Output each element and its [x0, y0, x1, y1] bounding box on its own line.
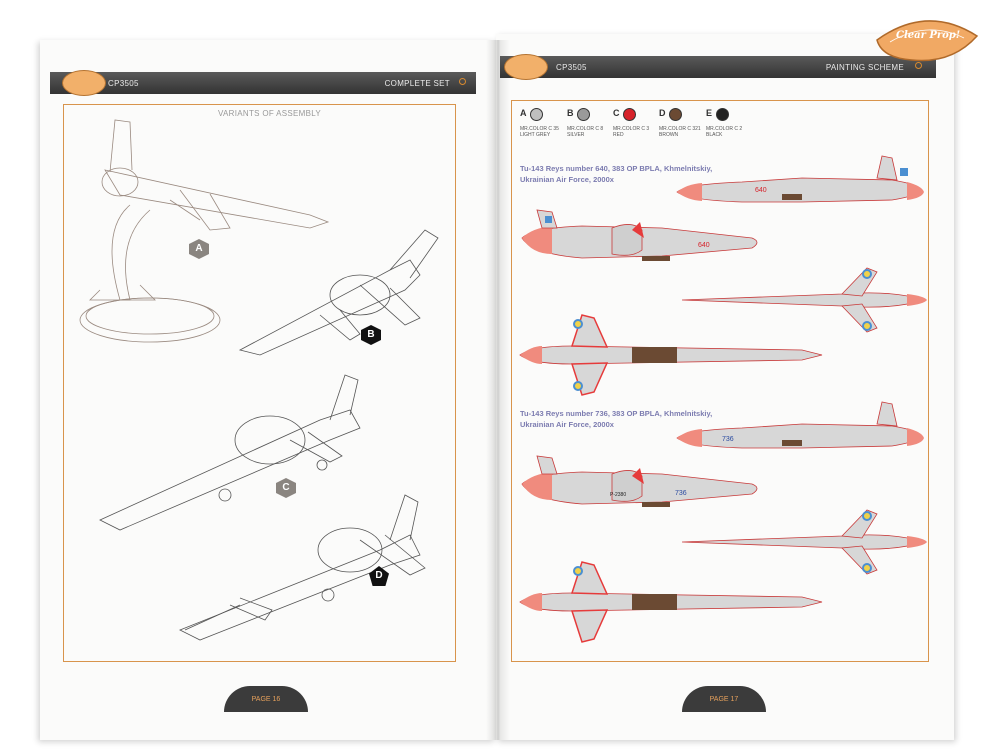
- variant-badge-a: A: [189, 239, 209, 259]
- header-title: PAINTING SCHEME: [825, 63, 904, 72]
- assembly-subtitle: VARIANTS OF ASSEMBLY: [218, 109, 322, 118]
- scheme-1-tail-number: 640: [698, 242, 710, 249]
- brand-logo-text: Clear Prop!: [896, 30, 961, 41]
- header-logo-icon: [62, 70, 106, 96]
- page-number-right: PAGE 17: [682, 686, 766, 712]
- scheme-2-caption-line2: Ukrainian Air Force, 2000x: [520, 420, 614, 429]
- header-logo-icon: [504, 54, 548, 80]
- right-content-frame: [511, 100, 929, 662]
- header-title: COMPLETE SET: [384, 79, 450, 88]
- scheme-1-tail-number-top: 640: [755, 187, 767, 194]
- booklet-gutter: [486, 40, 510, 740]
- paint-letter: A: [520, 108, 527, 118]
- paint-swatch-icon: [577, 108, 590, 121]
- scheme-2-tail-number-top: 736: [722, 436, 734, 443]
- paint-name: MR.COLOR C 8 SILVER: [567, 126, 604, 138]
- paint-name: MR.COLOR C 3 RED: [613, 126, 650, 138]
- scheme-1-caption-line1: Tu-143 Reys number 640, 383 OP BPLA, Khm…: [520, 164, 713, 173]
- gear-icon: [915, 62, 922, 69]
- right-page-header: CP3505 PAINTING SCHEME: [500, 56, 936, 78]
- variant-badge-c: C: [276, 478, 296, 498]
- scheme-2-caption-line1: Tu-143 Reys number 736, 383 OP BPLA, Khm…: [520, 409, 713, 418]
- paint-swatch-icon: [716, 108, 729, 121]
- scheme-2-drawings: [519, 401, 927, 643]
- variant-badge-b: B: [361, 325, 381, 345]
- gear-icon: [459, 78, 466, 85]
- assembly-drawings: [79, 119, 439, 641]
- variant-badge-d: D: [369, 566, 389, 586]
- scheme-1-caption-line2: Ukrainian Air Force, 2000x: [520, 175, 614, 184]
- paint-swatch-icon: [623, 108, 636, 121]
- page-number-left: PAGE 16: [224, 686, 308, 712]
- left-page-header: CP3505 COMPLETE SET: [50, 72, 476, 94]
- scheme-2-tail-number: 736: [675, 490, 687, 497]
- right-page: [496, 34, 954, 740]
- paint-name: MR.COLOR C 321 BROWN: [659, 126, 701, 138]
- paint-name: MR.COLOR C 2 BLACK: [706, 126, 743, 138]
- paint-swatch-icon: [530, 108, 543, 121]
- product-code: CP3505: [556, 63, 587, 72]
- paint-letter: B: [567, 108, 574, 118]
- scheme-1-drawings: [519, 155, 927, 396]
- paint-letter: C: [613, 108, 620, 118]
- scheme-1-caption: Tu-143 Reys number 640, 383 OP BPLA, Khm…: [520, 163, 712, 185]
- product-code: CP3505: [108, 79, 139, 88]
- paint-swatch-icon: [669, 108, 682, 121]
- paint-letter: D: [659, 108, 666, 118]
- scheme-2-registration: P-2380: [610, 492, 627, 498]
- left-content-frame: [63, 104, 456, 662]
- scheme-2-caption: Tu-143 Reys number 736, 383 OP BPLA, Khm…: [520, 408, 712, 430]
- paint-letter: E: [706, 108, 713, 118]
- left-page: [40, 40, 496, 740]
- paint-name: MR.COLOR C 35 LIGHT GREY: [520, 126, 559, 138]
- brand-logo: [876, 20, 979, 62]
